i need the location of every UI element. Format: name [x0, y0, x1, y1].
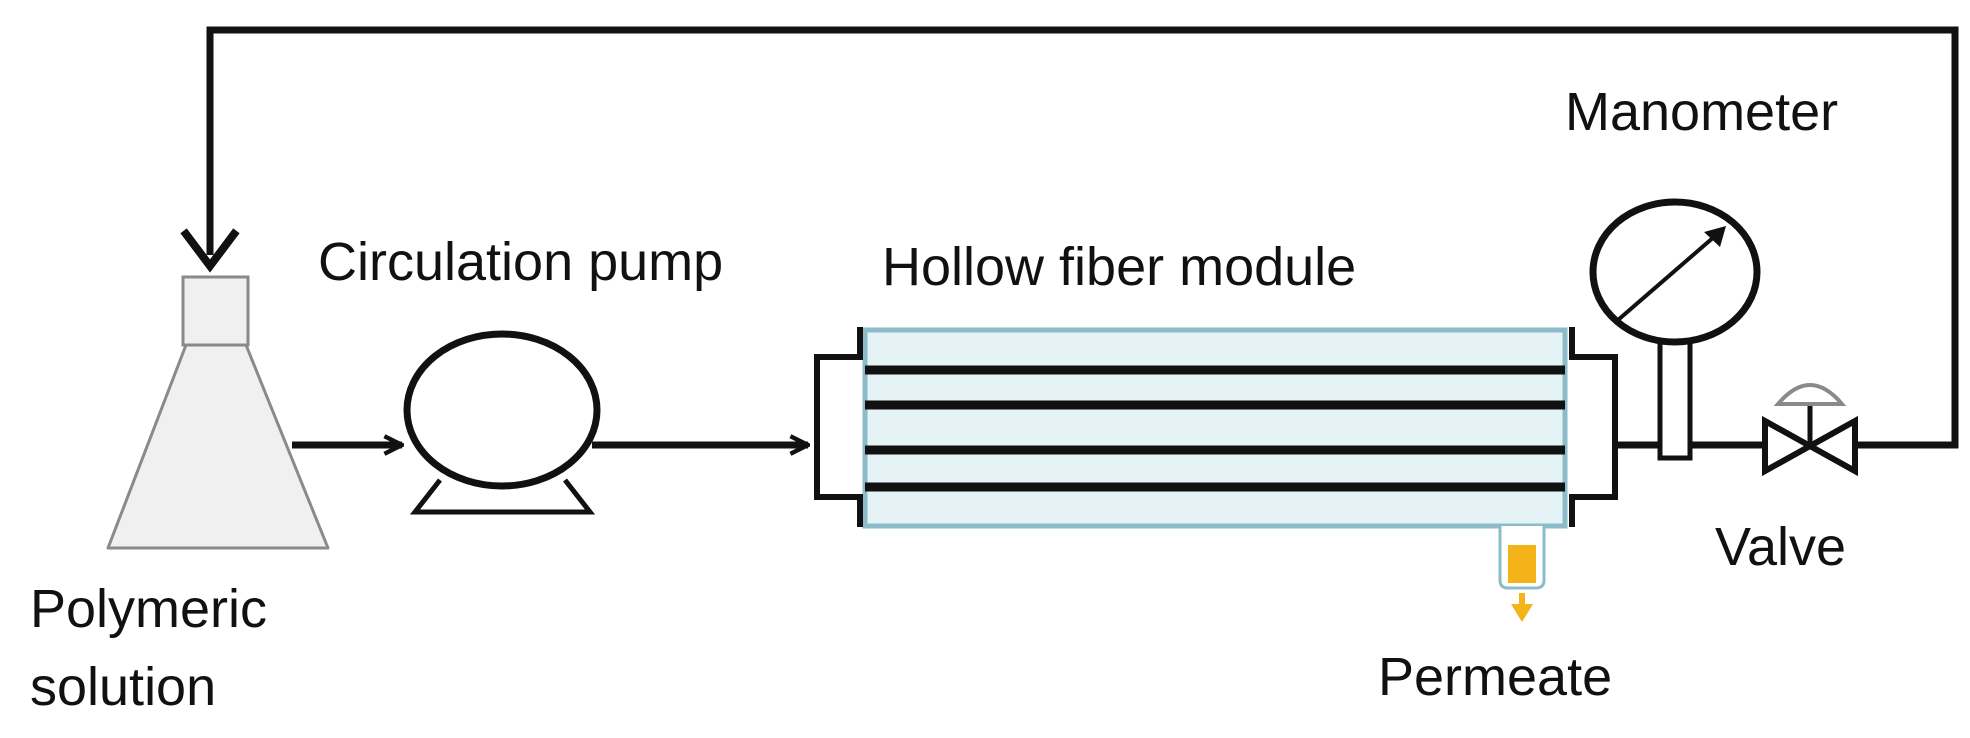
polymeric-solution-flask	[106, 275, 330, 550]
permeate-label: Permeate	[1378, 647, 1612, 707]
permeate-arrow-icon	[1511, 604, 1533, 622]
valve-label: Valve	[1715, 517, 1846, 577]
permeate-outlet	[1498, 526, 1546, 622]
hollow-fiber-module	[814, 327, 1618, 529]
valve	[1762, 383, 1858, 477]
manometer-label: Manometer	[1565, 82, 1838, 142]
return-arrow-icon	[180, 228, 240, 273]
polymeric-solution-label-line1: Polymeric	[30, 579, 267, 639]
manometer	[1589, 198, 1761, 461]
circulation-pump-label: Circulation pump	[318, 232, 723, 292]
circulation-pump	[403, 330, 601, 515]
hollow-fiber-module-label: Hollow fiber module	[882, 237, 1356, 297]
manometer-needle-icon	[1704, 226, 1726, 247]
polymeric-solution-label-line2: solution	[30, 657, 216, 717]
